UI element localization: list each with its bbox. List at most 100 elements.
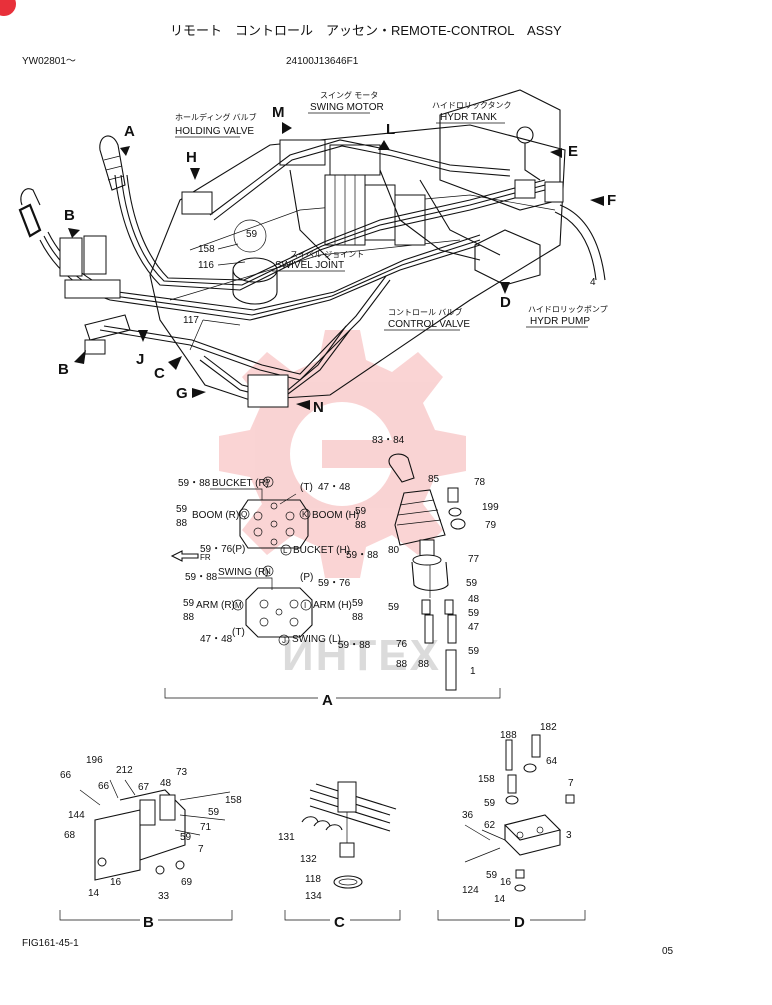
lower-t-parts: 47・48: [200, 634, 233, 645]
b-part-73: 73: [176, 767, 188, 778]
swing-motor-label: SWING MOTOR: [310, 102, 384, 113]
b-part-66a: 66: [60, 770, 72, 781]
callout-a: A: [124, 123, 135, 140]
upper-boom-h-parts-b: 88: [355, 520, 367, 531]
upper-t-port: (T): [300, 482, 313, 493]
c-part-132: 132: [300, 854, 317, 865]
lower-arm-h-code: I: [304, 601, 306, 610]
right-control-lever: [99, 135, 126, 191]
d-part-59a: 59: [484, 798, 496, 809]
holding-valve-label: HOLDING VALVE: [175, 126, 254, 137]
a-part-59b: 59: [388, 602, 400, 613]
upper-bucket-h-code: L: [283, 546, 288, 555]
a-part-59c: 59: [468, 608, 480, 619]
lower-arm-r-parts-a: 59: [183, 598, 195, 609]
holding-valve-block: [181, 191, 213, 215]
a-part-199: 199: [482, 502, 499, 513]
detail-c-drawing: [301, 781, 397, 889]
b-part-66b: 66: [98, 781, 110, 792]
watermark-text: ИНТЕХ: [282, 631, 441, 680]
callout-n: N: [313, 399, 324, 416]
lower-arm-h: ARM (H): [313, 600, 352, 611]
d-part-36: 36: [462, 810, 474, 821]
detail-b-bracket: [59, 910, 233, 921]
detail-c: 131 132 118 134 C: [278, 781, 401, 931]
upper-boom-h-parts-a: 59: [355, 506, 367, 517]
upper-boom-h: BOOM (H): [312, 510, 359, 521]
upper-bucket-r-code: P: [265, 478, 270, 487]
figure-id: FIG161-45-1: [22, 938, 79, 949]
callout-f: F: [607, 192, 616, 209]
part-158: 158: [198, 244, 215, 255]
main-assembly-view: [18, 89, 606, 408]
detail-c-label: C: [334, 914, 345, 931]
lower-arm-r-parts-b: 88: [183, 612, 195, 623]
swivel-joint-label: SWIVEL JOINT: [275, 260, 344, 271]
hydr-pump-kana: ハイドロリックポンプ: [528, 305, 608, 314]
lower-swing-r-parts: 59・88: [185, 572, 218, 583]
upper-boom-r-parts-b: 88: [176, 518, 188, 529]
lower-swing-l: SWING (L): [292, 634, 341, 645]
hydr-pump-label: HYDR PUMP: [530, 316, 590, 327]
lower-swing-l-parts: 59・88: [338, 640, 371, 651]
part-116: 116: [198, 260, 214, 271]
callout-markers: A B B J C G H M L E F D N: [58, 104, 616, 416]
component-labels: ホールディング バルブ HOLDING VALVE スイング モータ SWING…: [175, 90, 608, 331]
lower-p-port: (P): [300, 572, 313, 583]
swing-motor-kana: スイング モータ: [320, 90, 378, 100]
upper-boom-r-code: Q: [241, 510, 247, 519]
a-part-76: 76: [396, 639, 408, 650]
lower-p-parts: 59・76: [318, 578, 351, 589]
a-part-59a: 59: [466, 578, 478, 589]
a-part-48: 48: [468, 594, 480, 605]
hydr-tank-label: HYDR TANK: [440, 112, 497, 123]
holding-valve-kana: ホールディング バルブ: [175, 112, 257, 122]
detail-a-lower-pad: [245, 587, 313, 638]
detail-b-drawing: [79, 779, 231, 881]
upper-p-port: (P): [232, 544, 245, 555]
fr-label: FR: [200, 553, 211, 562]
front-direction-arrow: [170, 550, 199, 562]
detail-a-label: A: [322, 692, 333, 709]
upper-boom-r: BOOM (R): [192, 510, 239, 521]
callout-c: C: [154, 365, 165, 382]
d-part-158: 158: [478, 774, 495, 785]
b-part-71: 71: [200, 822, 212, 833]
a-part-59d: 59: [468, 646, 480, 657]
left-control-lever: [18, 188, 131, 355]
main-part-numbers: 158 116 117 59 4: [183, 229, 596, 351]
b-part-14: 14: [88, 888, 100, 899]
callout-j: J: [136, 351, 144, 368]
d-part-14: 14: [494, 894, 506, 905]
a-part-83-84: 83・84: [372, 435, 405, 446]
detail-b-label: B: [143, 914, 154, 931]
a-part-85: 85: [428, 474, 440, 485]
control-valve-kana: コントロール バルブ: [388, 307, 462, 317]
a-part-88b: 88: [418, 659, 430, 670]
callout-l: L: [386, 121, 395, 138]
d-part-64: 64: [546, 756, 558, 767]
lower-arm-h-parts-a: 59: [352, 598, 364, 609]
detail-b: 196 212 66 66 67 48 73 158 59 144 71 59 …: [59, 755, 242, 931]
hydr-pump-outline: [474, 229, 541, 286]
b-part-212: 212: [116, 765, 133, 776]
c-part-118: 118: [305, 874, 321, 885]
c-part-134: 134: [305, 891, 322, 902]
lower-arm-r: ARM (R): [196, 600, 235, 611]
part-4: 4: [590, 277, 596, 288]
control-valve-label: CONTROL VALVE: [388, 319, 470, 330]
b-part-59a: 59: [208, 807, 220, 818]
detail-c-bracket: [284, 910, 401, 921]
upper-boom-r-parts-a: 59: [176, 504, 188, 515]
detail-d-bracket: [437, 910, 586, 921]
a-part-79: 79: [485, 520, 497, 531]
detail-a-lever-exploded: [388, 453, 466, 691]
detail-a-upper-pad: [239, 499, 309, 549]
page-title: リモート コントロール アッセン・REMOTE-CONTROL ASSY: [170, 23, 562, 38]
callout-m: M: [272, 104, 285, 121]
b-part-7: 7: [198, 844, 204, 855]
d-part-182: 182: [540, 722, 557, 733]
a-part-88a: 88: [396, 659, 408, 670]
detail-d-drawing: [464, 734, 575, 892]
